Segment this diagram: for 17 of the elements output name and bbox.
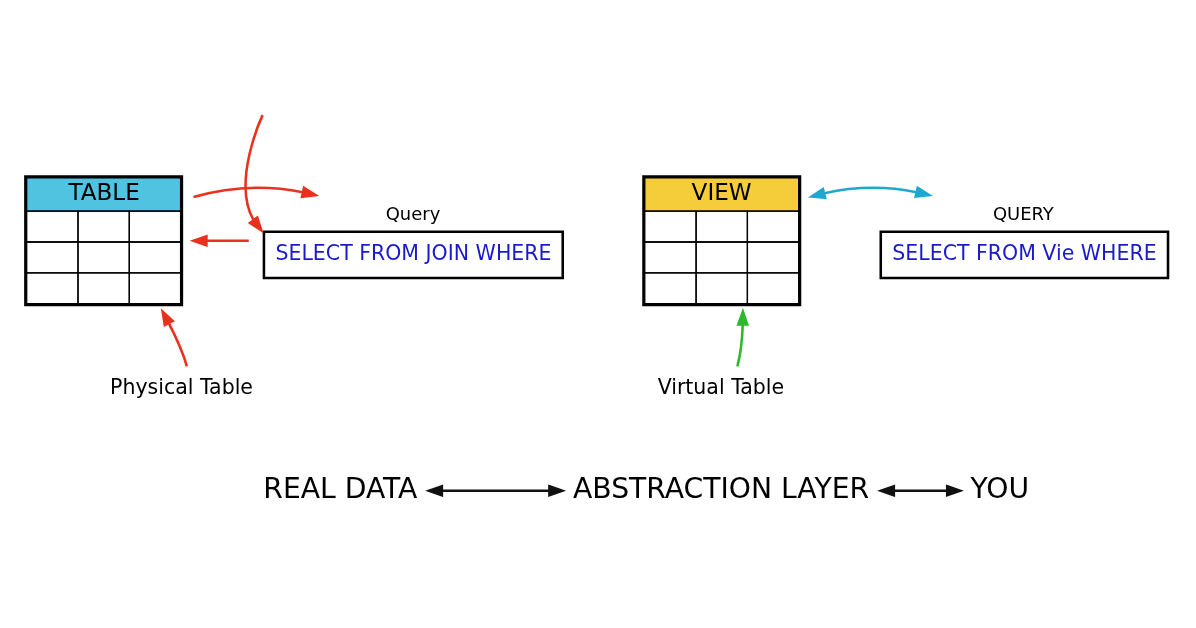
arrow [877, 484, 964, 498]
arrow [160, 308, 189, 367]
node-box: SELECT FROM Vie WHERE [879, 230, 1170, 280]
arrow [244, 114, 264, 234]
node-box: SELECT FROM JOIN WHERE [262, 230, 564, 280]
arrow [425, 484, 567, 498]
node-text: Physical Table [110, 375, 253, 400]
node-text: ABSTRACTION LAYER [572, 471, 870, 505]
node-label: QUERY [992, 203, 1054, 225]
arrow [189, 234, 249, 247]
node-label: Query [385, 203, 441, 225]
node-text: Virtual Table [657, 375, 785, 400]
arrow [736, 307, 750, 367]
arrow [807, 185, 933, 200]
node-text: YOU [970, 471, 1030, 505]
node-text: REAL DATA [263, 471, 418, 505]
arrow [193, 185, 320, 199]
